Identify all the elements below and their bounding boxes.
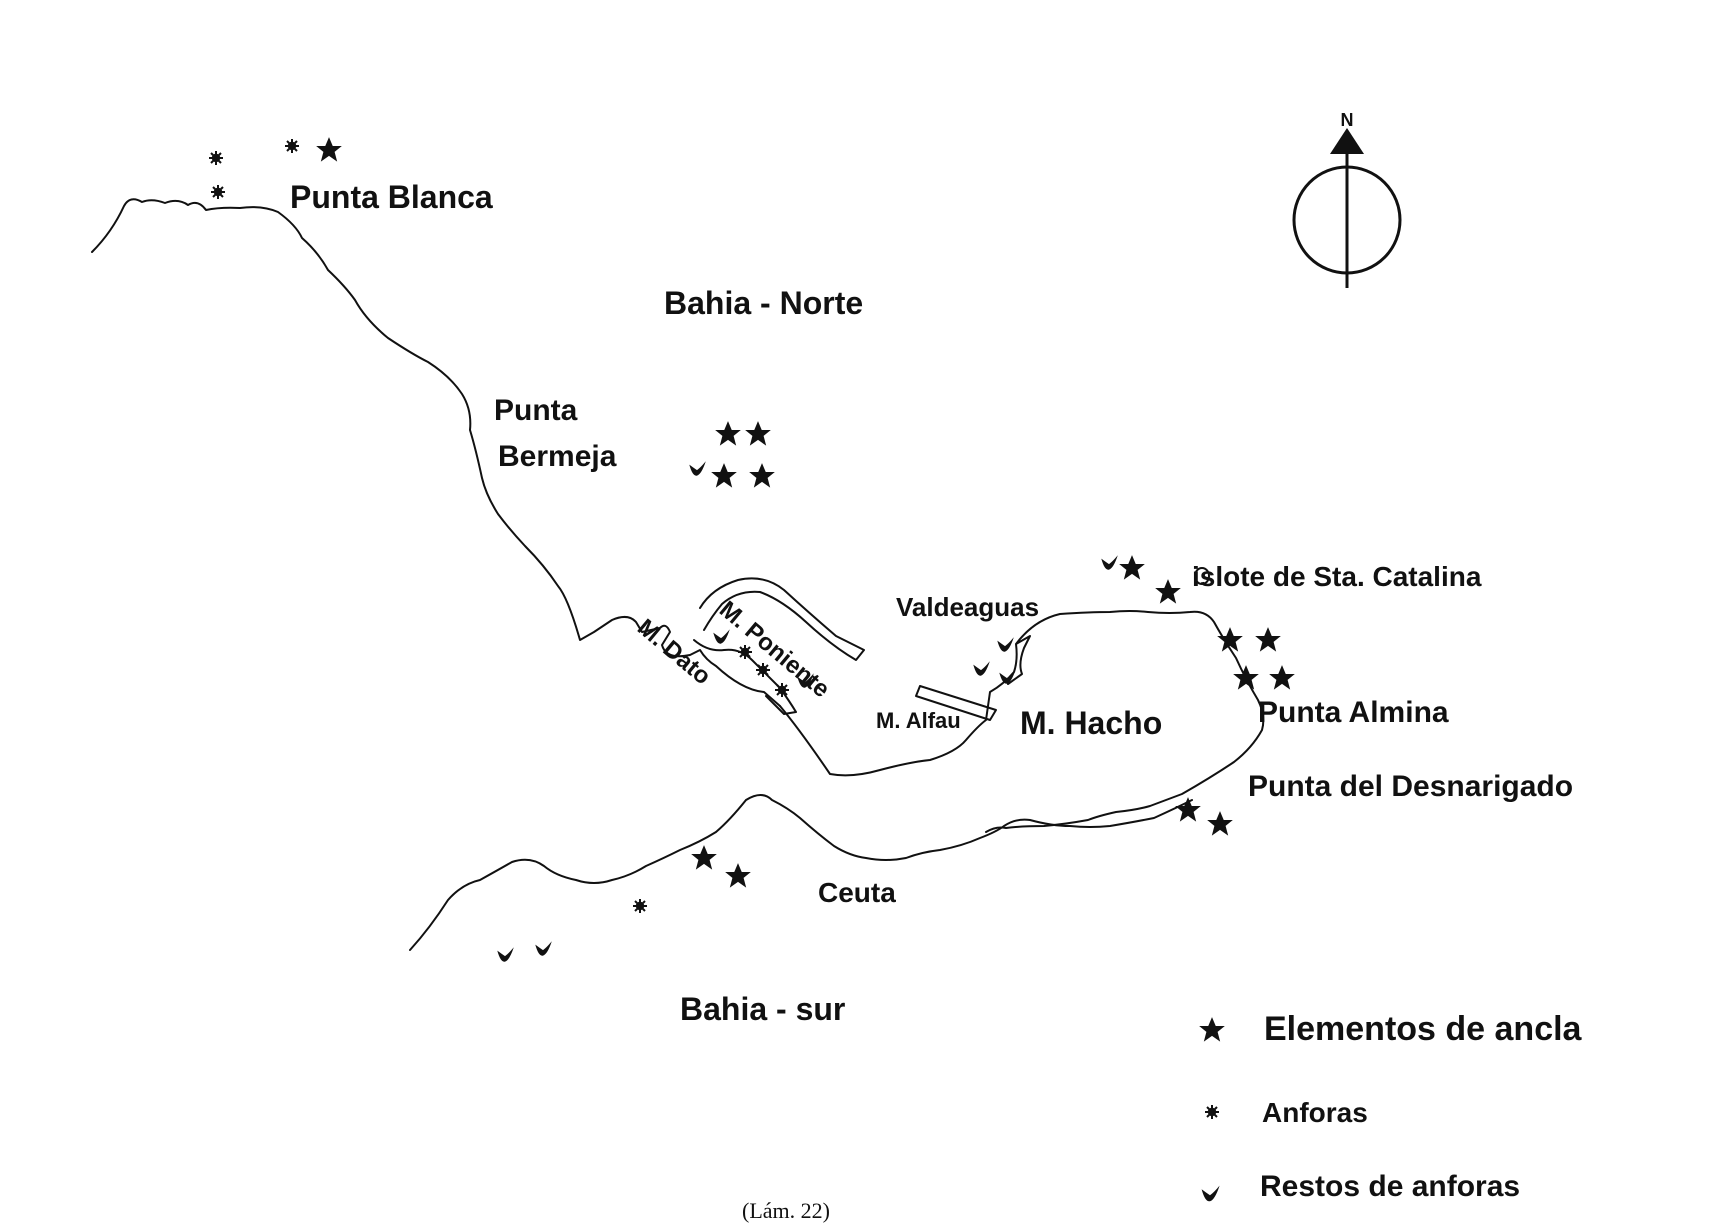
legend-remains-icon (1201, 1185, 1220, 1202)
v-shard-icon (973, 661, 990, 676)
asterisk-dot-icon (737, 644, 753, 660)
asterisk-dot-icon (632, 898, 648, 914)
asterisk-dot-icon (774, 682, 790, 698)
star-icon (1269, 665, 1295, 690)
asterisk-dot-icon (208, 150, 224, 166)
label-punta-blanca: Punta Blanca (290, 179, 493, 215)
star-icon (725, 863, 751, 888)
v-shard-icon (713, 629, 730, 644)
amphora-markers (208, 138, 790, 914)
asterisk-dot-icon (210, 184, 226, 200)
asterisk-dot-icon (284, 138, 300, 154)
star-icon (691, 845, 717, 870)
label-m-hacho: M. Hacho (1020, 705, 1162, 741)
coastline-north (91, 198, 781, 707)
label-islote: islote de Sta. Catalina (1192, 561, 1482, 592)
label-bahia-sur: Bahia - sur (680, 991, 845, 1027)
puerto-breakwater (699, 577, 865, 661)
compass-north-label: N (1341, 110, 1354, 130)
label-valdeaguas: Valdeaguas (896, 592, 1039, 622)
label-punta-bermeja-2: Bermeja (498, 440, 617, 473)
coastline-south (409, 794, 1193, 951)
v-shard-icon (1101, 555, 1118, 570)
star-icon (711, 463, 737, 488)
label-punta-desnarigado: Punta del Desnarigado (1248, 770, 1573, 803)
v-shard-icon (535, 941, 552, 956)
v-shard-icon (689, 461, 706, 476)
star-icon (316, 137, 342, 162)
legend-amphora-label: Anforas (1262, 1097, 1368, 1128)
star-icon (715, 421, 741, 446)
label-ceuta: Ceuta (818, 877, 896, 908)
v-shard-icon (997, 637, 1014, 652)
anchor-markers (316, 137, 1295, 888)
plate-caption: (Lám. 22) (742, 1198, 830, 1223)
label-m-dato: M. Dato (632, 614, 716, 690)
compass-icon: N (1292, 110, 1402, 288)
star-icon (749, 463, 775, 488)
legend: Elementos de ancla Anforas Restos de anf… (1199, 1010, 1583, 1203)
label-m-alfau: M. Alfau (876, 708, 961, 733)
legend-star-icon (1199, 1017, 1225, 1042)
legend-anchor-label: Elementos de ancla (1264, 1010, 1583, 1048)
inner-harbour (693, 639, 797, 715)
pier-alfau (915, 685, 997, 721)
label-punta-bermeja-1: Punta (494, 394, 578, 427)
label-bahia-norte: Bahia - Norte (664, 285, 863, 321)
legend-remains-label: Restos de anforas (1260, 1170, 1520, 1203)
asterisk-dot-icon (755, 662, 771, 678)
star-icon (1175, 797, 1201, 822)
v-shard-icon (497, 947, 514, 962)
star-icon (1155, 579, 1181, 604)
hacho-peninsula (779, 610, 1265, 833)
islet-outline (1194, 567, 1210, 585)
label-punta-almina: Punta Almina (1258, 696, 1449, 729)
star-icon (1119, 555, 1145, 580)
legend-amphora-icon (1204, 1104, 1220, 1120)
star-icon (1233, 665, 1259, 690)
star-icon (1255, 627, 1281, 652)
star-icon (745, 421, 771, 446)
star-icon (1207, 811, 1233, 836)
